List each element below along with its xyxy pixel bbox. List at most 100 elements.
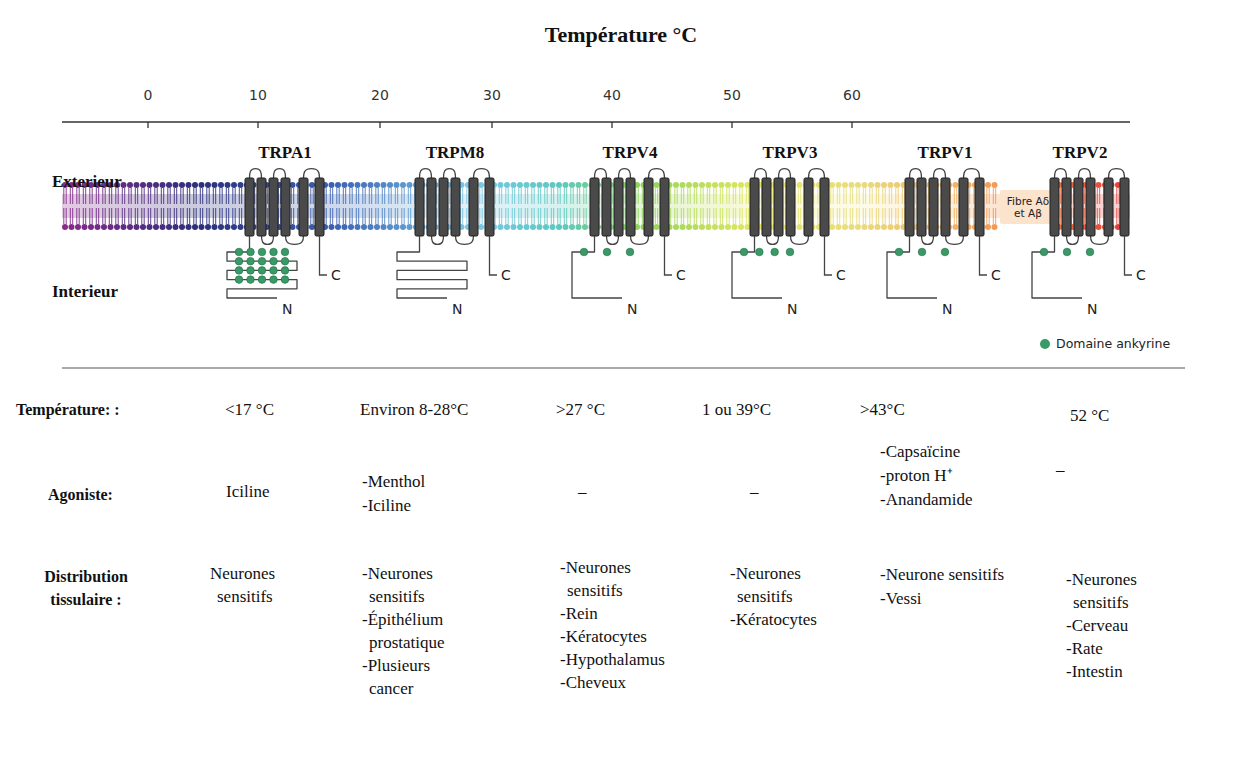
lipid-head [517, 224, 523, 230]
lipid-tail [570, 188, 571, 204]
lipid-tail [772, 188, 773, 204]
lipid-tail [973, 188, 974, 204]
lipid-head [374, 182, 380, 188]
lipid-tail [297, 208, 298, 224]
lipid-tail [560, 208, 561, 224]
lipid-tail [228, 188, 229, 204]
transmembrane-segment [820, 178, 829, 236]
membrane-side-label: Exterieur [52, 170, 122, 193]
transmembrane-segment [315, 178, 324, 236]
lipid-head [686, 182, 692, 188]
lipid-tail [161, 188, 162, 204]
lipid-tail [349, 188, 350, 204]
table-cell: -Neurone sensitifs [880, 563, 1004, 586]
channel-name: TRPV1 [918, 143, 973, 163]
lipid-head [160, 182, 166, 188]
lipid-tail [707, 208, 708, 224]
lipid-tail [837, 188, 838, 204]
lipid-head [478, 182, 484, 188]
lipid-tail [501, 208, 502, 224]
table-cell: 52 °C [1070, 404, 1109, 427]
lipid-tail [902, 208, 903, 224]
lipid-head [212, 224, 218, 230]
lipid-head [842, 224, 848, 230]
fiber-patch [1000, 190, 1056, 224]
lipid-tail [388, 188, 389, 204]
lipid-tail [878, 208, 879, 224]
ankyrin-domain [281, 267, 289, 275]
lipid-tail [735, 188, 736, 204]
lipid-head [862, 182, 868, 188]
lipid-tail [150, 208, 151, 224]
lipid-tail [856, 208, 857, 224]
lipid-tail [148, 208, 149, 224]
lipid-tail [499, 188, 500, 204]
lipid-tail [577, 208, 578, 224]
lipid-tail [157, 188, 158, 204]
lipid-head [992, 224, 998, 230]
lipid-tail [856, 188, 857, 204]
lipid-tail [219, 208, 220, 224]
lipid-tail [196, 208, 197, 224]
lipid-tail [508, 188, 509, 204]
lipid-tail [1116, 208, 1117, 224]
lipid-head [894, 224, 900, 230]
lipid-head [407, 182, 413, 188]
lipid-tail [566, 208, 567, 224]
legend-text: Domaine ankyrine [1056, 336, 1170, 351]
table-cell: -Rein [560, 602, 598, 625]
table-cell: Neurones sensitifs [210, 562, 309, 608]
lipid-tail [202, 188, 203, 204]
lipid-tail [222, 208, 223, 224]
axis-tick [851, 122, 852, 128]
lipid-tail [865, 208, 866, 224]
lipid-tail [213, 208, 214, 224]
lipid-head [680, 224, 686, 230]
lipid-tail [144, 208, 145, 224]
lipid-tail [508, 208, 509, 224]
lipid-tail [872, 208, 873, 224]
lipid-tail [843, 188, 844, 204]
lipid-head [868, 224, 874, 230]
ankyrin-domain [258, 248, 266, 256]
transmembrane-segment [750, 178, 759, 236]
lipid-head [699, 224, 705, 230]
lipid-tail [733, 208, 734, 224]
lipid-head [550, 182, 556, 188]
lipid-tail [772, 208, 773, 224]
lipid-head [543, 182, 549, 188]
lipid-tail [742, 188, 743, 204]
lipid-head [173, 224, 179, 230]
lipid-tail [332, 188, 333, 204]
lipid-head [309, 182, 315, 188]
transmembrane-segment [451, 178, 460, 236]
lipid-tail [729, 208, 730, 224]
lipid-tail [817, 208, 818, 224]
axis-tick-label: 20 [371, 84, 389, 107]
lipid-tail [560, 188, 561, 204]
lipid-head [680, 182, 686, 188]
lipid-head [147, 224, 153, 230]
ankyrin-domain [258, 276, 266, 284]
lipid-tail [404, 208, 405, 224]
lipid-tail [369, 188, 370, 204]
lipid-tail [362, 188, 363, 204]
lipid-head [218, 182, 224, 188]
table-cell: <17 °C [225, 398, 274, 421]
lipid-tail [839, 208, 840, 224]
table-cell: Environ 8-28°C [360, 398, 468, 421]
lipid-head [335, 182, 341, 188]
lipid-head [582, 224, 588, 230]
lipid-tail [122, 188, 123, 204]
trp-channel [732, 169, 832, 298]
lipid-tail [527, 188, 528, 204]
lipid-tail [915, 188, 916, 204]
lipid-tail [395, 188, 396, 204]
lipid-tail [70, 208, 71, 224]
lipid-tail [291, 208, 292, 224]
lipid-tail [1097, 208, 1098, 224]
lipid-head [569, 182, 575, 188]
lipid-tail [583, 188, 584, 204]
lipid-tail [202, 208, 203, 224]
